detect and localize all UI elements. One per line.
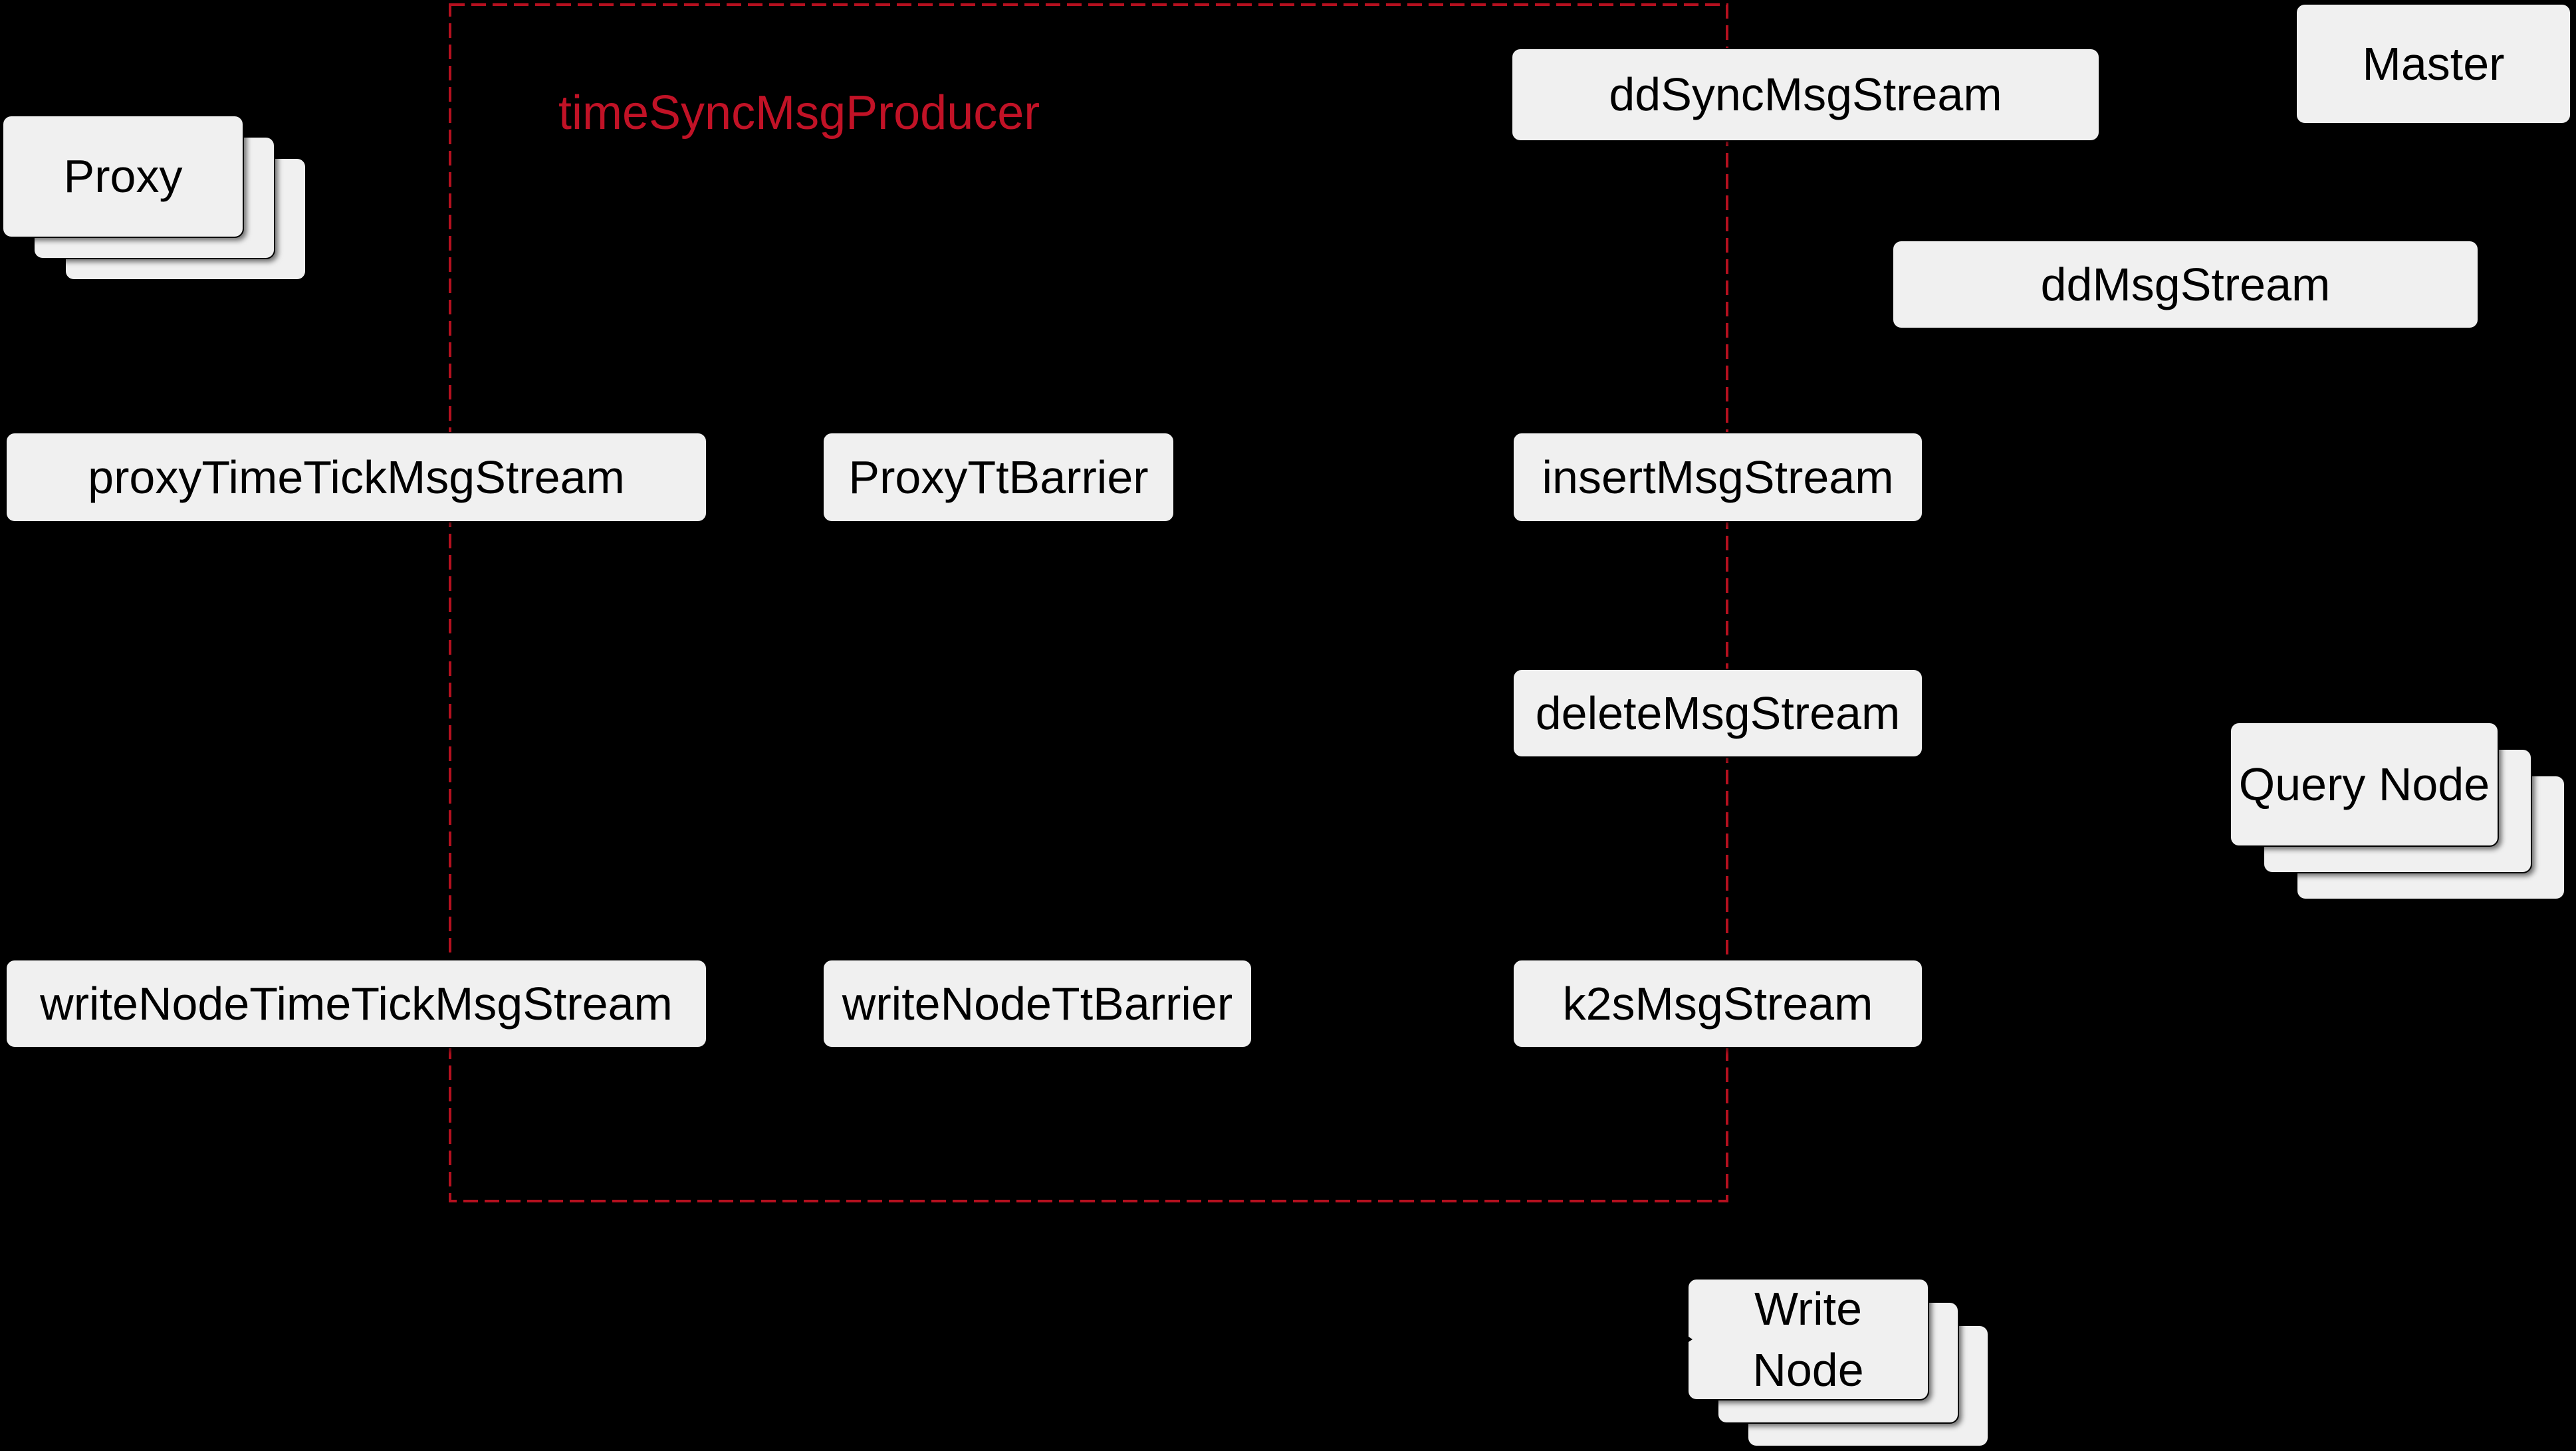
node-label-insert-msg-stream: insertMsgStream	[1542, 451, 1894, 503]
node-label-k2s-msg-stream: k2sMsgStream	[1562, 977, 1873, 1030]
time-sync-msg-producer-dashed-box	[449, 3, 1728, 1202]
node-box-master: Master	[2295, 3, 2571, 124]
node-label-proxy-tt-barrier: ProxyTtBarrier	[848, 451, 1149, 503]
node-label-write-node-time-tick-msg-stream: writeNodeTimeTickMsgStream	[40, 977, 673, 1030]
node-label-query-node: Query Node	[2238, 758, 2490, 810]
node-box-write-node-time-tick-msg-stream: writeNodeTimeTickMsgStream	[5, 959, 707, 1048]
node-label-write-node-tt-barrier: writeNodeTtBarrier	[842, 977, 1233, 1030]
group-label-time-sync-msg-producer: timeSyncMsgProducer	[558, 86, 1040, 140]
node-box-k2s-msg-stream: k2sMsgStream	[1512, 959, 1923, 1048]
node-label-write-node: Write Node	[1752, 1282, 1864, 1396]
node-box-insert-msg-stream: insertMsgStream	[1512, 432, 1923, 522]
node-box-query-node: Query Node	[2230, 722, 2499, 847]
node-box-dd-sync-msg-stream: ddSyncMsgStream	[1511, 48, 2100, 142]
node-label-master: Master	[2362, 37, 2505, 90]
node-label-proxy-time-tick-msg-stream: proxyTimeTickMsgStream	[88, 451, 625, 503]
arrowhead-into-write-node-icon	[1685, 1334, 1693, 1345]
node-label-proxy: Proxy	[63, 150, 183, 203]
node-box-dd-msg-stream: ddMsgStream	[1892, 240, 2479, 329]
node-box-write-node-tt-barrier: writeNodeTtBarrier	[822, 959, 1252, 1048]
node-box-delete-msg-stream: deleteMsgStream	[1512, 669, 1923, 758]
node-box-write-node: Write Node	[1687, 1278, 1929, 1400]
node-box-proxy-time-tick-msg-stream: proxyTimeTickMsgStream	[5, 432, 707, 522]
node-box-proxy-tt-barrier: ProxyTtBarrier	[822, 432, 1175, 522]
node-label-dd-sync-msg-stream: ddSyncMsgStream	[1609, 68, 2002, 121]
node-box-proxy: Proxy	[2, 115, 244, 238]
node-label-dd-msg-stream: ddMsgStream	[2040, 258, 2331, 310]
node-label-delete-msg-stream: deleteMsgStream	[1535, 687, 1901, 739]
